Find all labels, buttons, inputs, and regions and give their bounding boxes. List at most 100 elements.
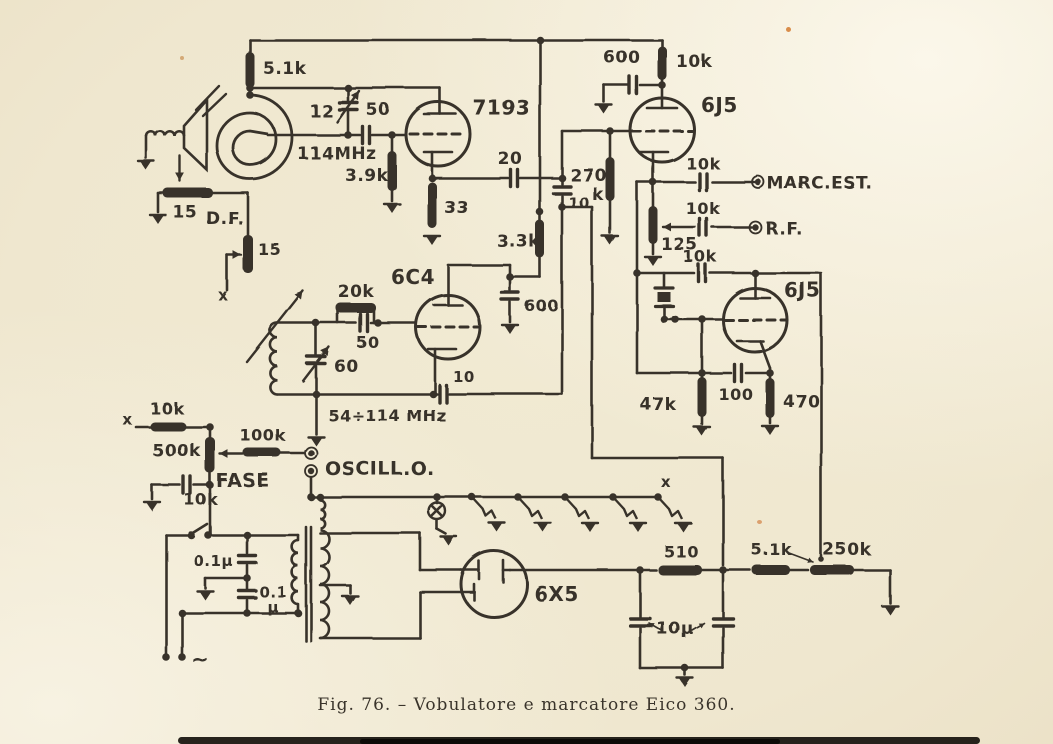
junction-dot	[206, 423, 214, 431]
junction-dot	[204, 531, 212, 539]
component-label: 6C4	[391, 265, 435, 289]
terminal-dot	[751, 223, 759, 231]
heater-branch	[517, 496, 544, 520]
resistor-body	[605, 157, 615, 201]
ground-symbol	[152, 215, 164, 224]
scan-edge-bar-dark	[360, 739, 780, 744]
sweep-spiral-coil	[215, 93, 294, 181]
terminal-ring	[304, 446, 318, 460]
heater-branch	[471, 496, 498, 520]
component-label: 500k	[152, 441, 201, 461]
heater-branch	[657, 496, 684, 520]
paper-speck	[757, 520, 762, 524]
component-label: 33	[444, 198, 469, 218]
arrow-head	[663, 222, 671, 232]
junction-dot	[633, 269, 641, 277]
junction-dot	[178, 609, 186, 617]
resistor-body	[648, 206, 658, 244]
ground-symbol	[426, 236, 438, 245]
junction-dot	[307, 493, 315, 501]
junction-dot	[187, 531, 195, 539]
junction-dot	[649, 178, 657, 186]
junction-dot	[294, 609, 302, 617]
wire	[758, 339, 772, 370]
heater-branch	[564, 496, 591, 520]
junction-dot	[312, 319, 320, 327]
ground-symbol	[344, 596, 356, 605]
junction-dot	[654, 493, 662, 501]
resistor-body	[535, 220, 545, 258]
terminal-ring	[304, 464, 318, 478]
junction-dot	[388, 131, 396, 139]
component-label: 7193	[473, 96, 531, 120]
component-label: 600	[524, 296, 559, 315]
junction-dot	[206, 481, 214, 489]
junction-dot	[374, 319, 382, 327]
arrow-head	[220, 449, 228, 459]
resistor-body	[657, 46, 667, 80]
junction-dot	[561, 493, 569, 501]
ground-symbol	[598, 105, 610, 114]
component-label: 47k	[640, 395, 677, 415]
tube-6x5-rect	[459, 549, 529, 619]
tube-6j5-marker	[721, 286, 789, 354]
junction-dot	[344, 84, 352, 92]
component-label: FASE	[216, 470, 270, 492]
resistor-body	[765, 378, 775, 418]
component-label: 125	[661, 235, 698, 255]
heater-branch	[612, 496, 639, 520]
ground-symbol	[677, 523, 689, 532]
junction-dot	[428, 174, 436, 182]
component-label: 10	[568, 194, 590, 212]
resistor-body	[163, 188, 213, 198]
ground-symbol	[386, 204, 398, 213]
component-label: 6J5	[701, 93, 738, 117]
tube-6j5-mixer	[628, 96, 696, 164]
ground-symbol	[443, 537, 455, 546]
arrow-head	[649, 623, 655, 628]
terminal-dot	[754, 178, 762, 186]
component-label: 10k	[676, 52, 713, 72]
crystal-body	[657, 292, 671, 302]
ground-symbol	[140, 161, 152, 170]
component-label: x	[123, 411, 133, 429]
arrow-head	[350, 91, 359, 101]
component-label: 12	[309, 102, 334, 122]
arrow-head	[807, 557, 813, 563]
junction-dot	[719, 566, 727, 574]
cone-whisker	[201, 92, 228, 118]
ground-symbol	[632, 523, 644, 532]
arrow-head	[320, 347, 329, 357]
arrow-head	[698, 623, 704, 628]
junction-dot	[246, 91, 254, 99]
component-label: 15	[173, 203, 198, 223]
component-label: 0.1µ	[193, 552, 233, 570]
component-label: 270	[570, 166, 607, 186]
junction-dot	[344, 131, 352, 139]
coil-winding	[268, 321, 278, 396]
ground-symbol	[647, 257, 659, 266]
junction-dot	[609, 493, 617, 501]
junction-dot	[658, 81, 666, 89]
ground-symbol	[310, 437, 322, 446]
arrow-head	[294, 291, 303, 301]
component-label: D.F.	[206, 209, 244, 229]
junction-dot	[243, 531, 251, 539]
component-label: 250k	[823, 540, 872, 560]
component-label: 100	[719, 385, 754, 404]
terminal-dot	[307, 449, 315, 457]
junction-dot	[636, 566, 644, 574]
junction-dot	[751, 269, 759, 277]
component-label: 10k	[150, 399, 184, 418]
junction-dot	[243, 609, 251, 617]
component-label: 3.9k	[345, 166, 389, 186]
junction-dot	[660, 315, 668, 323]
paper-speck	[180, 56, 184, 60]
junction-dot	[766, 369, 774, 377]
resistor-body	[245, 52, 255, 88]
component-label: 6X5	[534, 582, 579, 606]
component-label: 60	[334, 357, 359, 377]
